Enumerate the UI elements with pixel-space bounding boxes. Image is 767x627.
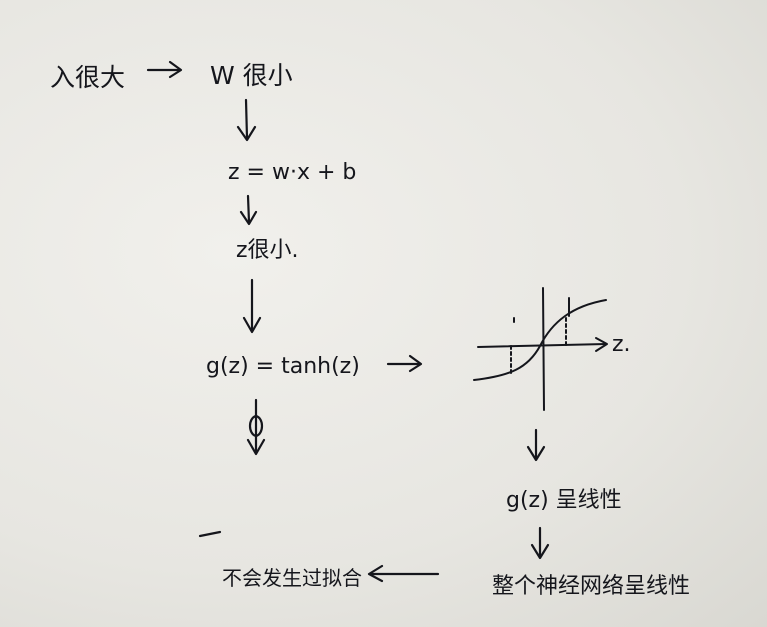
arrow-down-2: [239, 194, 258, 226]
note-input-large: 入很大: [50, 63, 126, 92]
note-no-overfitting: 不会发生过拟合: [222, 566, 362, 590]
stray-mark: [198, 530, 222, 538]
arrow-down-5: [526, 428, 546, 462]
arrow-left-bottom: [367, 564, 440, 583]
arrow-right-1: [146, 60, 183, 79]
arrow-down-4: [246, 398, 266, 456]
arrow-down-1: [236, 98, 257, 142]
note-z-small: z很小.: [236, 238, 299, 263]
note-g-linear: g(z) 呈线性: [506, 488, 622, 513]
note-network-linear: 整个神经网络呈线性: [492, 574, 691, 599]
note-z-equation: z = w·x + b: [228, 160, 357, 185]
arrow-right-2: [386, 354, 423, 373]
tanh-graph-sketch: [473, 287, 608, 411]
note-g-tanh: g(z) = tanh(z): [206, 354, 360, 379]
arrow-down-6: [530, 526, 550, 560]
note-weight-small: W 很小: [210, 61, 293, 90]
arrow-down-3: [242, 278, 262, 334]
graph-axis-label: z.: [612, 332, 631, 357]
